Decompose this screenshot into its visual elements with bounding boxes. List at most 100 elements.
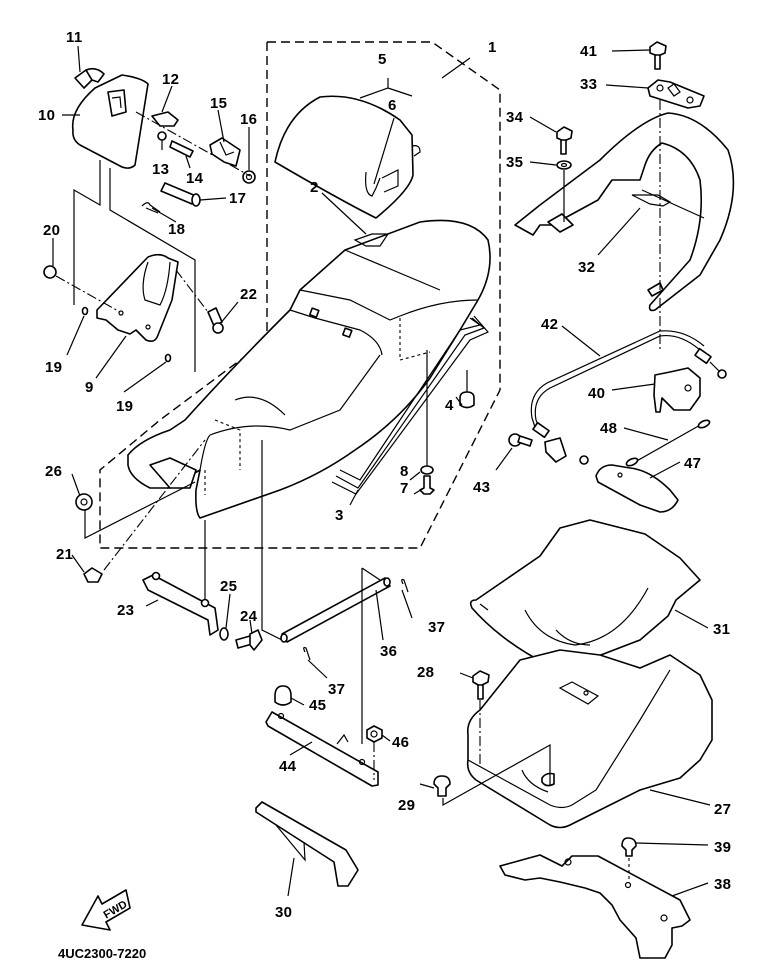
part-34-bolt	[556, 126, 573, 155]
part-30-guard	[255, 801, 359, 887]
assembly-line-20	[55, 275, 121, 313]
callout-21: 21	[56, 546, 74, 563]
callout-32: 32	[578, 259, 596, 276]
part-28-bolt	[472, 670, 490, 700]
assembly-line-top	[135, 111, 251, 177]
assembly-boundary-1	[99, 41, 501, 549]
callout-48: 48	[600, 420, 618, 437]
callout-26: 26	[45, 463, 63, 480]
part-19-grommet-left	[81, 306, 89, 316]
part-47-holder	[595, 464, 679, 513]
callout-25: 25	[220, 578, 238, 595]
part-48-cable	[625, 419, 711, 467]
part-15-bracket	[209, 137, 241, 167]
callout-42: 42	[541, 316, 559, 333]
callout-37-lower: 37	[328, 681, 346, 698]
callout-5: 5	[378, 51, 387, 68]
part-42-cable	[530, 330, 727, 465]
part-16-nut-inner	[245, 173, 253, 181]
callout-15: 15	[210, 95, 228, 112]
part-24-bolt	[235, 629, 263, 651]
callout-43: 43	[473, 479, 491, 496]
assembly-line-29	[442, 743, 551, 807]
callout-17: 17	[229, 190, 247, 207]
part-41-bolt	[649, 41, 667, 70]
callout-19-right: 19	[116, 398, 134, 415]
part-36-seat-stay	[280, 577, 391, 643]
part-37-cotter-pin-upper	[401, 578, 409, 593]
assembly-line-26	[84, 481, 196, 539]
bracket-outline-10-9	[73, 160, 196, 372]
callout-11: 11	[66, 29, 83, 46]
callout-10: 10	[38, 107, 56, 124]
part-31-tray-cover	[469, 519, 701, 669]
part-22-screw	[207, 307, 224, 334]
callout-37-upper: 37	[428, 619, 446, 636]
assembly-line-22	[175, 269, 209, 313]
part-27-storage-tray	[466, 649, 713, 829]
part-17-shaft	[160, 182, 201, 207]
part-11-clip	[74, 67, 105, 89]
callout-40: 40	[588, 385, 606, 402]
callout-28: 28	[417, 664, 435, 681]
callout-2: 2	[310, 179, 319, 196]
part-18-cotter-pin	[141, 202, 161, 214]
callout-16: 16	[240, 111, 258, 128]
part-44-bracket	[265, 711, 379, 787]
part-35-washer	[556, 160, 572, 170]
part-21-clip	[83, 567, 103, 583]
part-3-seat-frame	[331, 315, 489, 495]
callout-41: 41	[580, 43, 598, 60]
forward-direction-arrow-icon: FWD	[81, 889, 131, 931]
part-6-emblem	[365, 169, 399, 197]
callout-29: 29	[398, 797, 416, 814]
part-23-bracket	[142, 571, 219, 636]
part-25-washer	[219, 627, 229, 641]
assembly-line-36	[261, 440, 283, 641]
part-37-cotter-pin-lower	[303, 646, 311, 661]
callout-18: 18	[168, 221, 186, 238]
part-8-nut	[420, 465, 434, 475]
callout-45: 45	[309, 697, 327, 714]
part-40-seat-lock	[653, 367, 701, 413]
callout-44: 44	[279, 758, 297, 775]
part-7-bolt	[419, 475, 435, 495]
part-14-pin	[169, 140, 194, 158]
part-20-grommet	[43, 265, 57, 279]
callout-24: 24	[240, 608, 258, 625]
callout-23: 23	[117, 602, 135, 619]
callout-8: 8	[400, 463, 409, 480]
part-16-nut	[242, 170, 256, 184]
part-39-grommet	[621, 837, 637, 857]
assembly-line-36b	[361, 567, 381, 744]
part-33-plate	[647, 79, 705, 109]
part-38-bracket	[499, 854, 691, 959]
callout-30: 30	[275, 904, 293, 921]
part-19-grommet-right	[164, 353, 172, 363]
callout-39: 39	[714, 839, 732, 856]
callout-38: 38	[714, 876, 732, 893]
callout-12: 12	[162, 71, 180, 88]
part-46-nut	[366, 725, 383, 743]
callout-19-left: 19	[45, 359, 63, 376]
callout-9: 9	[85, 379, 94, 396]
callout-14: 14	[186, 170, 204, 187]
part-26-nut	[75, 493, 93, 511]
callout-7: 7	[400, 480, 409, 497]
callout-20: 20	[43, 222, 61, 239]
part-43-bolt	[508, 433, 533, 447]
callout-4: 4	[445, 397, 454, 414]
callout-13: 13	[152, 161, 170, 178]
part-13-spring	[157, 131, 167, 141]
callout-27: 27	[714, 801, 732, 818]
callout-22: 22	[240, 286, 258, 303]
callout-31: 31	[713, 621, 731, 638]
callout-1: 1	[488, 39, 497, 56]
callout-3: 3	[335, 507, 344, 524]
part-2-seat	[127, 219, 491, 519]
part-9-lock-bracket	[96, 253, 179, 342]
part-4-damper	[459, 391, 475, 409]
leader-lines	[52, 45, 711, 897]
drawing-code: 4UC2300-7220	[58, 946, 147, 961]
